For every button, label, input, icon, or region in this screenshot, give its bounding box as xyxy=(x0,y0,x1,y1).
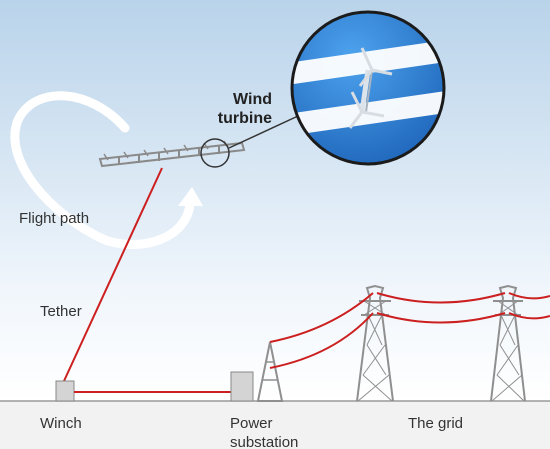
tether-line xyxy=(63,167,163,382)
flight-path-arrow-icon xyxy=(10,91,203,249)
wind-turbine-label-line2: turbine xyxy=(217,110,272,127)
grid-cables xyxy=(269,292,550,369)
wind-turbine-label-line1: Wind xyxy=(233,91,272,108)
winch-box xyxy=(55,380,75,402)
power-substation-label: Power substation xyxy=(230,414,298,449)
power-substation-label-line1: Power xyxy=(230,415,273,432)
winch-label: Winch xyxy=(40,415,82,432)
turbine-highlight-circle xyxy=(200,138,230,168)
power-substation-label-line2: substation xyxy=(230,434,299,449)
tether-label: Tether xyxy=(40,303,82,320)
zoom-connector-line xyxy=(228,115,299,149)
small-tower-icon xyxy=(256,341,284,402)
sky xyxy=(0,0,550,401)
ground-strip xyxy=(0,401,550,449)
wind-turbine-label: Wind turbine xyxy=(214,90,272,128)
substation-box xyxy=(230,371,254,402)
zoom-lens-icon xyxy=(290,10,446,166)
the-grid-label: The grid xyxy=(408,415,464,432)
flight-path-label: Flight path xyxy=(19,210,90,227)
